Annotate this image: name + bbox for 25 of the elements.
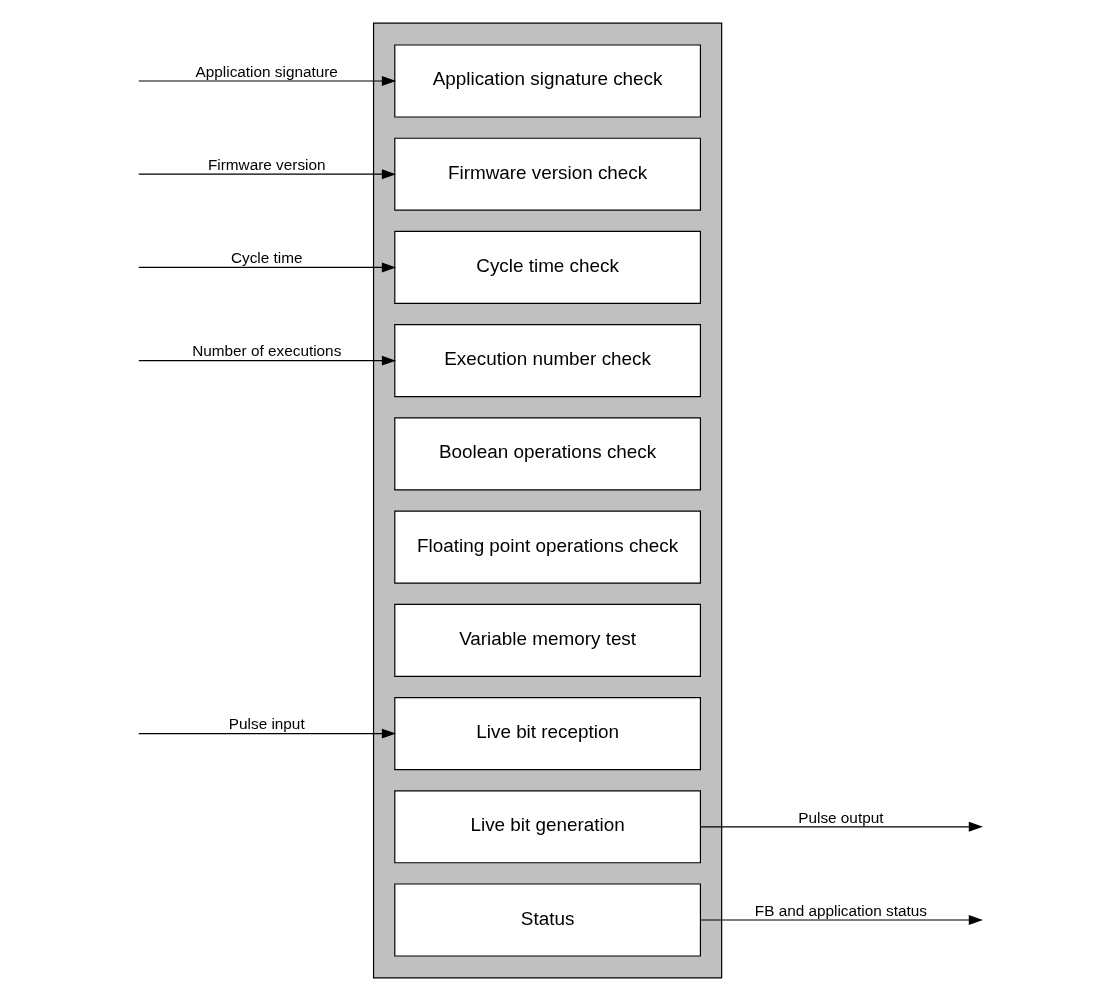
edge-label: Firmware version: [207, 155, 326, 173]
arrow: [699, 821, 983, 832]
edge-label: Pulse input: [228, 714, 305, 732]
edge-label: Pulse output: [797, 808, 883, 826]
node-box: Status: [393, 882, 701, 957]
arrow: [137, 168, 396, 179]
node-box: Application signature check: [393, 43, 701, 118]
arrow: [137, 261, 396, 272]
arrow: [137, 75, 396, 86]
arrow: [137, 728, 396, 739]
edge-label: Number of executions: [191, 341, 341, 359]
arrow: [699, 914, 983, 925]
node-box: Boolean operations check: [393, 416, 701, 490]
node-box: Live bit generation: [393, 789, 701, 863]
node-box: Floating point operations check: [393, 510, 701, 584]
node-box: Variable memory test: [393, 603, 701, 677]
edge-label: Cycle time: [230, 248, 303, 266]
node-box: Firmware version check: [393, 137, 701, 211]
node-box: Live bit reception: [393, 696, 701, 770]
arrow: [137, 355, 396, 366]
edge-label: FB and application status: [754, 901, 927, 919]
cluster: [372, 22, 722, 978]
node-box: Cycle time check: [393, 230, 701, 304]
node-box: Execution number check: [393, 323, 701, 397]
edge-label: Application signature: [195, 62, 338, 80]
